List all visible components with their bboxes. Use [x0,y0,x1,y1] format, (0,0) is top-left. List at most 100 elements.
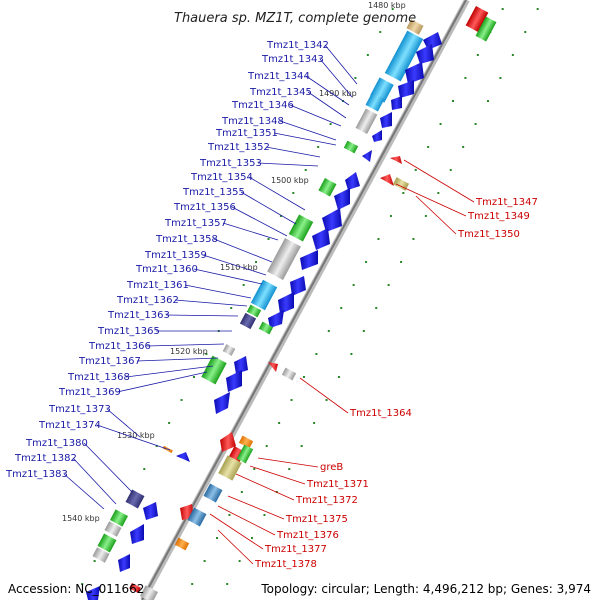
gene-blue-arrow-9[interactable] [345,172,360,190]
gene-label-reverse[interactable]: Tmz1t_1364 [349,408,412,419]
gene-gray-2[interactable] [267,237,301,281]
gene-blue-arrow-11[interactable] [322,208,342,232]
gene-label-forward[interactable]: Tmz1t_1374 [38,420,101,431]
gene-blue-arrow-2[interactable] [416,44,434,64]
gene-olive-1350[interactable] [392,177,410,191]
gene-gray-4[interactable] [104,521,122,537]
gene-blue-arrow-20[interactable] [176,452,190,462]
gene-label-forward[interactable]: Tmz1t_1362 [116,295,179,306]
gene-label-forward[interactable]: Tmz1t_1352 [207,142,270,153]
gene-blue-arrow-8[interactable] [362,150,372,162]
gene-label-forward[interactable]: Tmz1t_1363 [107,310,170,321]
gene-label-reverse[interactable]: Tmz1t_1378 [254,559,317,570]
forward-features[interactable] [86,19,442,600]
gene-cyan-1[interactable] [384,30,424,82]
gene-label-forward[interactable]: Tmz1t_1358 [155,234,218,245]
gene-red-arrow-greB[interactable] [220,432,236,452]
gene-label-forward[interactable]: Tmz1t_1354 [190,172,253,183]
gene-label-forward[interactable]: Tmz1t_1355 [182,187,245,198]
gene-label-reverse[interactable]: greB [320,462,343,473]
gene-green-8[interactable] [97,533,117,553]
gene-tan[interactable] [406,19,424,35]
gene-steel-2[interactable] [187,507,207,527]
gene-label-reverse[interactable]: Tmz1t_1372 [295,495,358,506]
gene-navy-1[interactable] [239,312,257,330]
gene-label-forward[interactable]: Tmz1t_1383 [5,469,68,480]
gene-green-2[interactable] [318,178,337,197]
gene-cyan-3[interactable] [365,92,385,112]
gene-label-forward[interactable]: Tmz1t_1348 [221,116,284,127]
gene-label-forward[interactable]: Tmz1t_1359 [144,250,207,261]
gene-label-forward[interactable]: Tmz1t_1369 [58,387,121,398]
gene-red-arrow-1347[interactable] [390,156,402,164]
gene-blue-arrow-18[interactable] [226,370,242,392]
gene-blue-arrow-1[interactable] [423,32,442,50]
gene-label-reverse[interactable]: Tmz1t_1377 [264,544,327,555]
gene-label-forward[interactable]: Tmz1t_1368 [67,372,130,383]
gene-green-small[interactable] [343,140,359,154]
gene-label-reverse[interactable]: Tmz1t_1349 [467,211,530,222]
gene-label-forward[interactable]: Tmz1t_1380 [25,438,88,449]
reverse-gene-labels[interactable]: Tmz1t_1347Tmz1t_1349Tmz1t_1350Tmz1t_1364… [254,197,538,570]
gene-green-7[interactable] [110,509,128,527]
gene-label-forward[interactable]: Tmz1t_1353 [199,158,262,169]
gene-navy-2[interactable] [125,489,145,509]
gene-blue-arrow-12[interactable] [312,228,330,250]
gene-green-6[interactable] [201,355,227,385]
gene-label-forward[interactable]: Tmz1t_1367 [78,356,141,367]
gene-gray-6[interactable] [140,585,158,600]
gene-red-bottom[interactable] [129,583,141,593]
gene-label-forward[interactable]: Tmz1t_1382 [14,453,77,464]
gene-blue-arrow-21[interactable] [143,502,158,520]
gene-label-forward[interactable]: Tmz1t_1365 [97,326,160,337]
gene-green-5[interactable] [258,321,274,335]
gene-cyan-4[interactable] [250,279,278,311]
gene-orange-2[interactable] [238,435,254,449]
gene-orange-3[interactable] [174,537,190,551]
reverse-features[interactable] [129,6,497,600]
gene-blue-arrow-7[interactable] [372,130,382,142]
gene-blue-arrow-4[interactable] [398,80,414,98]
gene-gray-1[interactable] [355,108,378,134]
gene-red-top[interactable] [465,6,489,32]
gene-label-forward[interactable]: Tmz1t_1342 [266,40,329,51]
gene-blue-arrow-3[interactable] [405,62,424,84]
forward-gene-labels[interactable]: Tmz1t_1342Tmz1t_1343Tmz1t_1344Tmz1t_1345… [5,40,329,480]
gene-label-forward[interactable]: Tmz1t_1361 [126,280,189,291]
gene-label-forward[interactable]: Tmz1t_1357 [164,218,227,229]
gene-blue-arrow-22[interactable] [130,524,144,544]
gene-label-forward[interactable]: Tmz1t_1360 [135,264,198,275]
gene-label-reverse[interactable]: Tmz1t_1350 [457,229,520,240]
gene-gray-1364[interactable] [281,367,297,381]
gene-blue-arrow-17[interactable] [234,356,248,374]
gene-olive-1372[interactable] [218,455,242,481]
gene-label-reverse[interactable]: Tmz1t_1371 [306,479,369,490]
gene-blue-arrow-5[interactable] [391,96,402,110]
gene-red-arrow-1349[interactable] [380,174,394,186]
gene-blue-arrow-19[interactable] [214,392,230,414]
gene-blue-arrow-23[interactable] [118,554,130,572]
gene-label-forward[interactable]: Tmz1t_1356 [173,202,236,213]
gene-label-reverse[interactable]: Tmz1t_1375 [285,514,348,525]
gene-label-reverse[interactable]: Tmz1t_1347 [475,197,538,208]
gene-green-top[interactable] [475,16,497,42]
gene-blue-arrow-16[interactable] [268,310,284,328]
gene-gray-5[interactable] [92,547,110,563]
gene-label-forward[interactable]: Tmz1t_1346 [231,100,294,111]
gene-green-3[interactable] [288,214,314,242]
gene-green-1371[interactable] [236,444,254,464]
gene-green-4[interactable] [246,304,262,318]
gene-steel-1[interactable] [203,483,223,503]
gene-label-forward[interactable]: Tmz1t_1345 [249,87,312,98]
gene-label-forward[interactable]: Tmz1t_1366 [88,341,151,352]
gene-label-reverse[interactable]: Tmz1t_1376 [276,530,339,541]
gene-blue-arrow-15[interactable] [278,292,294,314]
gene-label-forward[interactable]: Tmz1t_1343 [261,54,324,65]
gene-blue-arrow-24[interactable] [86,586,100,600]
gene-blue-arrow-10[interactable] [334,188,350,210]
gene-blue-arrow-14[interactable] [290,276,306,296]
gene-label-forward[interactable]: Tmz1t_1351 [215,128,278,139]
gene-red-arrow-1364[interactable] [268,362,278,372]
